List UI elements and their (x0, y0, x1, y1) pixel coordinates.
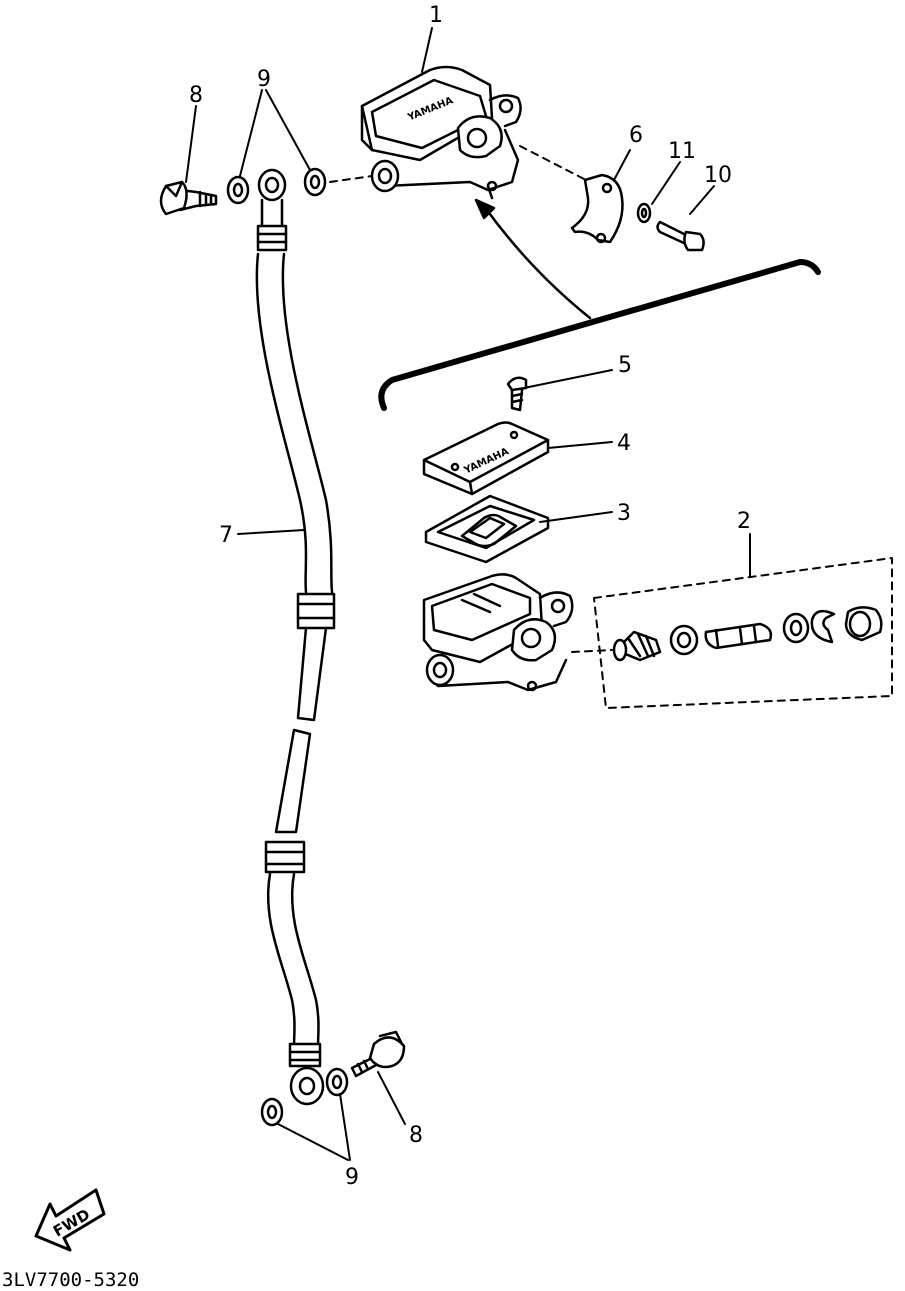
diaphragm (424, 494, 550, 564)
callout-11: 11 (668, 139, 696, 164)
washer-top-left (226, 175, 250, 205)
callout-8-top: 8 (189, 83, 203, 108)
cap-screw (506, 376, 528, 412)
master-cylinder-assembly (360, 65, 522, 200)
clamp-bolt (656, 220, 705, 252)
callout-1: 1 (429, 3, 443, 28)
callout-9-top: 9 (257, 67, 271, 92)
callout-8-bottom: 8 (409, 1123, 423, 1148)
reservoir-cap (422, 421, 550, 496)
piston-kit (612, 606, 883, 662)
callout-6: 6 (629, 123, 643, 148)
callout-4: 4 (617, 431, 631, 456)
washer-bottom-left (260, 1097, 284, 1127)
brake-hose (255, 168, 336, 1106)
callout-10: 10 (704, 163, 732, 188)
washer-top-right (303, 167, 327, 197)
master-cylinder-body (422, 573, 574, 692)
callout-2: 2 (737, 509, 751, 534)
washer-bottom-right (325, 1067, 349, 1097)
callout-9-bottom: 9 (345, 1165, 359, 1190)
callout-5: 5 (618, 353, 632, 378)
handlebar-clamp (570, 173, 624, 244)
clamp-washer (636, 202, 652, 224)
union-bolt-bottom (350, 1030, 406, 1078)
fwd-arrow: FWD (34, 1188, 106, 1252)
union-bolt-top (159, 180, 218, 216)
diagram-code: 3LV7700-5320 (2, 1269, 139, 1291)
callout-3: 3 (617, 501, 631, 526)
callout-7: 7 (219, 523, 233, 548)
